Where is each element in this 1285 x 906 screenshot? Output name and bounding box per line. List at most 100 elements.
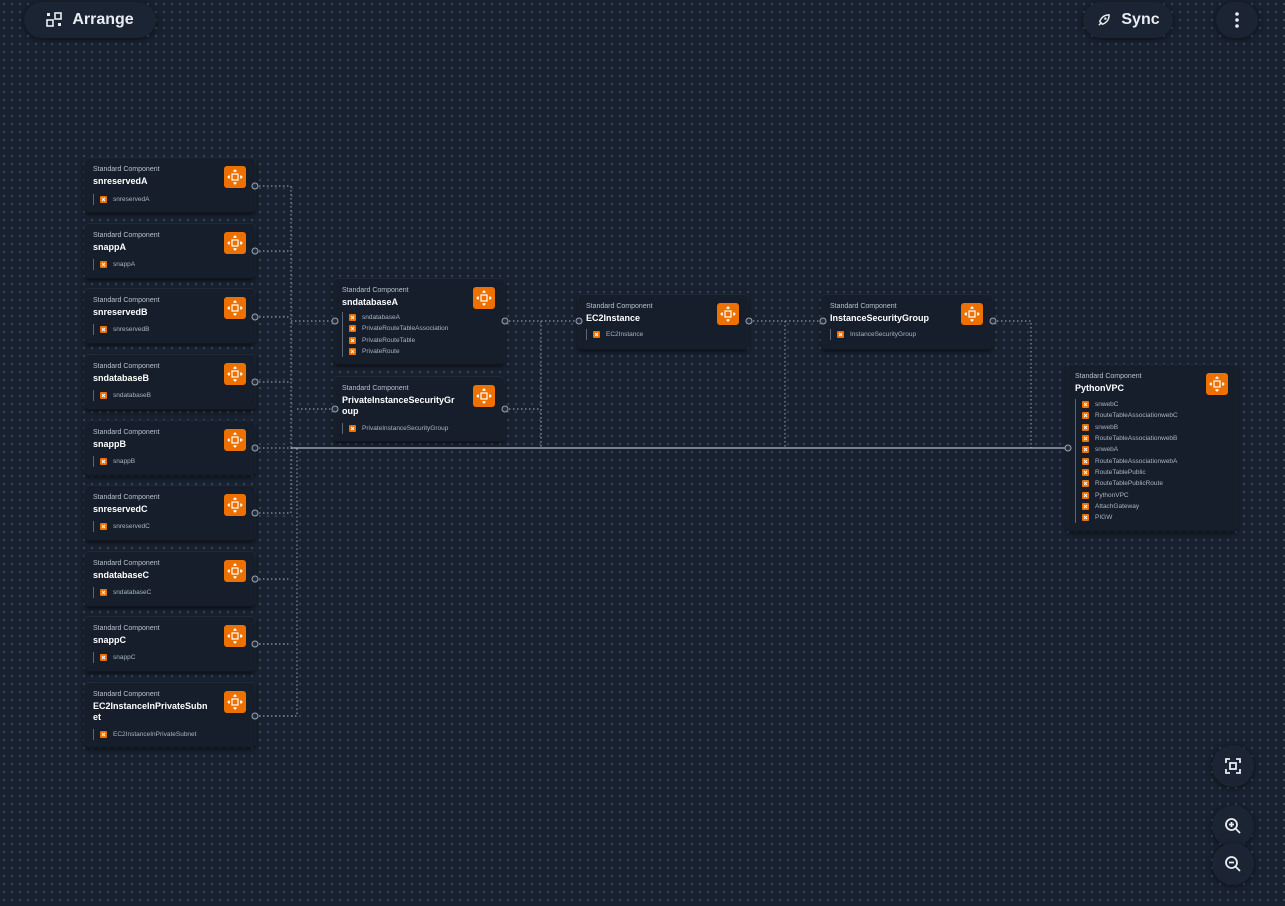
component-type-label: Standard Component	[93, 429, 160, 436]
component-icon[interactable]	[224, 560, 246, 582]
output-port[interactable]	[251, 712, 259, 720]
arrange-button[interactable]: Arrange	[24, 2, 156, 38]
resource-label: PrivateRoute	[362, 348, 400, 356]
component-node-snappC[interactable]: Standard Component snappC snappC	[85, 617, 255, 671]
resource-item[interactable]: snwebC	[1082, 399, 1178, 410]
component-icon[interactable]	[224, 691, 246, 713]
component-node-snreservedA[interactable]: Standard Component snreservedA snreserve…	[85, 158, 255, 212]
sync-label: Sync	[1121, 11, 1160, 28]
output-port[interactable]	[501, 317, 509, 325]
input-port[interactable]	[819, 317, 827, 325]
resource-item[interactable]: InstanceSecurityGroup	[837, 329, 916, 340]
component-type-label: Standard Component	[93, 166, 160, 173]
component-node-snappB[interactable]: Standard Component snappB snappB	[85, 421, 255, 475]
resource-item[interactable]: sndatabaseC	[100, 587, 151, 598]
resource-item[interactable]: snappC	[100, 652, 135, 663]
zoom-in-button[interactable]	[1212, 805, 1254, 847]
component-icon[interactable]	[224, 297, 246, 319]
resource-item[interactable]: sndatabaseB	[100, 390, 151, 401]
component-node-EC2Instance[interactable]: Standard Component EC2Instance EC2Instan…	[578, 295, 748, 349]
component-icon[interactable]	[1206, 373, 1228, 395]
resource-item[interactable]: PrivateInstanceSecurityGroup	[349, 423, 448, 434]
resource-list: snappA	[93, 259, 135, 271]
input-port[interactable]	[331, 405, 339, 413]
output-port[interactable]	[251, 182, 259, 190]
resource-icon	[1082, 502, 1089, 510]
resource-label: EC2InstanceInPrivateSubnet	[113, 731, 197, 739]
resource-item[interactable]: EC2Instance	[593, 329, 643, 340]
zoom-in-icon	[1225, 818, 1241, 834]
component-icon[interactable]	[224, 166, 246, 188]
resource-item[interactable]: sndatabaseA	[349, 312, 448, 323]
input-port[interactable]	[331, 317, 339, 325]
resource-icon	[1082, 412, 1089, 420]
resource-item[interactable]: RouteTablePublic	[1082, 467, 1178, 478]
component-node-EC2InstanceInPrivateSubnet[interactable]: Standard Component EC2InstanceInPrivateS…	[85, 683, 255, 747]
resource-item[interactable]: snwebB	[1082, 422, 1178, 433]
component-icon[interactable]	[224, 232, 246, 254]
output-port[interactable]	[251, 444, 259, 452]
component-node-PrivateInstanceSecurityGroup[interactable]: Standard Component PrivateInstanceSecuri…	[334, 377, 504, 441]
output-port[interactable]	[501, 405, 509, 413]
component-icon[interactable]	[473, 385, 495, 407]
output-port[interactable]	[989, 317, 997, 325]
resource-item[interactable]: snreservedB	[100, 324, 150, 335]
component-icon[interactable]	[224, 625, 246, 647]
output-port[interactable]	[251, 378, 259, 386]
sync-button[interactable]: Sync	[1083, 2, 1173, 38]
resource-item[interactable]: snappB	[100, 456, 135, 467]
component-icon[interactable]	[224, 429, 246, 451]
resource-item[interactable]: EC2InstanceInPrivateSubnet	[100, 729, 196, 740]
output-port[interactable]	[251, 640, 259, 648]
resource-item[interactable]: PrivateRouteTableAssociation	[349, 323, 448, 334]
component-node-snappA[interactable]: Standard Component snappA snappA	[85, 224, 255, 278]
component-node-PythonVPC[interactable]: Standard Component PythonVPC snwebC Rout…	[1067, 365, 1237, 531]
component-icon[interactable]	[961, 303, 983, 325]
resource-item[interactable]: PrivateRouteTable	[349, 335, 448, 346]
output-port[interactable]	[251, 247, 259, 255]
output-port[interactable]	[251, 509, 259, 517]
input-port[interactable]	[1064, 444, 1072, 452]
resource-item[interactable]: RouteTableAssociationwebA	[1082, 455, 1178, 466]
zoom-out-button[interactable]	[1212, 843, 1254, 885]
resource-label: PrivateRouteTableAssociation	[362, 325, 449, 333]
resource-item[interactable]: snreservedA	[100, 194, 150, 205]
component-title: snappA	[93, 242, 127, 252]
resource-icon	[1082, 468, 1089, 476]
component-type-label: Standard Component	[342, 287, 409, 294]
resource-icon	[100, 196, 107, 204]
resource-item[interactable]: AttachGateway	[1082, 501, 1178, 512]
component-node-InstanceSecurityGroup[interactable]: Standard Component InstanceSecurityGroup…	[822, 295, 992, 349]
output-port[interactable]	[251, 575, 259, 583]
resource-item[interactable]: RouteTablePublicRoute	[1082, 478, 1178, 489]
component-node-sndatabaseC[interactable]: Standard Component sndatabaseC sndatabas…	[85, 552, 255, 606]
wire	[255, 448, 292, 514]
component-node-sndatabaseB[interactable]: Standard Component sndatabaseB sndatabas…	[85, 355, 255, 409]
resource-list: snreservedB	[93, 324, 150, 336]
component-node-snreservedB[interactable]: Standard Component snreservedB snreserve…	[85, 289, 255, 343]
more-options-button[interactable]	[1216, 2, 1258, 38]
output-port[interactable]	[745, 317, 753, 325]
component-node-snreservedC[interactable]: Standard Component snreservedC snreserve…	[85, 486, 255, 540]
component-icon[interactable]	[717, 303, 739, 325]
fit-to-screen-button[interactable]	[1212, 745, 1254, 787]
resource-item[interactable]: PrivateRoute	[349, 346, 448, 357]
arrange-label: Arrange	[72, 11, 134, 28]
output-port[interactable]	[251, 313, 259, 321]
resource-item[interactable]: snreservedC	[100, 521, 150, 532]
input-port[interactable]	[575, 317, 583, 325]
resource-icon	[100, 523, 107, 531]
component-icon[interactable]	[224, 494, 246, 516]
component-node-sndatabaseA[interactable]: Standard Component sndatabaseA sndatabas…	[334, 279, 504, 364]
resource-list: sndatabaseB	[93, 390, 151, 402]
component-icon[interactable]	[224, 363, 246, 385]
resource-item[interactable]: RouteTableAssociationwebB	[1082, 433, 1178, 444]
resource-item[interactable]: PythonVPC	[1082, 489, 1178, 500]
resource-item[interactable]: snappA	[100, 259, 135, 270]
resource-item[interactable]: PIGW	[1082, 512, 1178, 523]
resource-item[interactable]: RouteTableAssociationwebC	[1082, 410, 1178, 421]
component-icon[interactable]	[473, 287, 495, 309]
resource-item[interactable]: snwebA	[1082, 444, 1178, 455]
resource-icon	[100, 589, 107, 597]
resource-label: snwebA	[1095, 446, 1119, 454]
